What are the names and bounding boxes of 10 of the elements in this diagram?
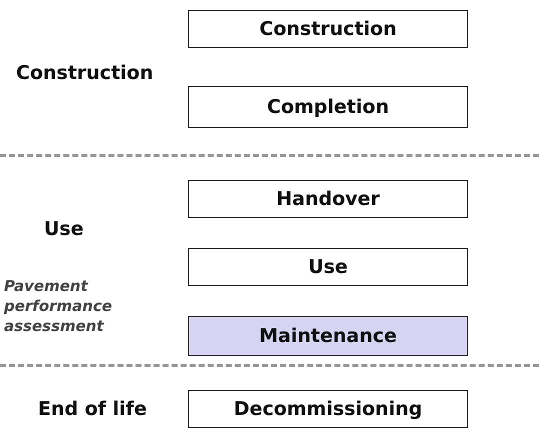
stage-box: Decommissioning bbox=[188, 390, 468, 428]
note-text: Pavement performance assessment bbox=[4, 276, 114, 336]
stage-box: Maintenance bbox=[188, 316, 468, 356]
stage-box: Use bbox=[188, 248, 468, 286]
stage-box: Handover bbox=[188, 180, 468, 218]
stage-box: Completion bbox=[188, 86, 468, 128]
stage-box: Construction bbox=[188, 10, 468, 48]
phase-label: End of life bbox=[38, 398, 147, 420]
phase-label: Construction bbox=[16, 62, 154, 84]
phase-label: Use bbox=[44, 218, 84, 240]
